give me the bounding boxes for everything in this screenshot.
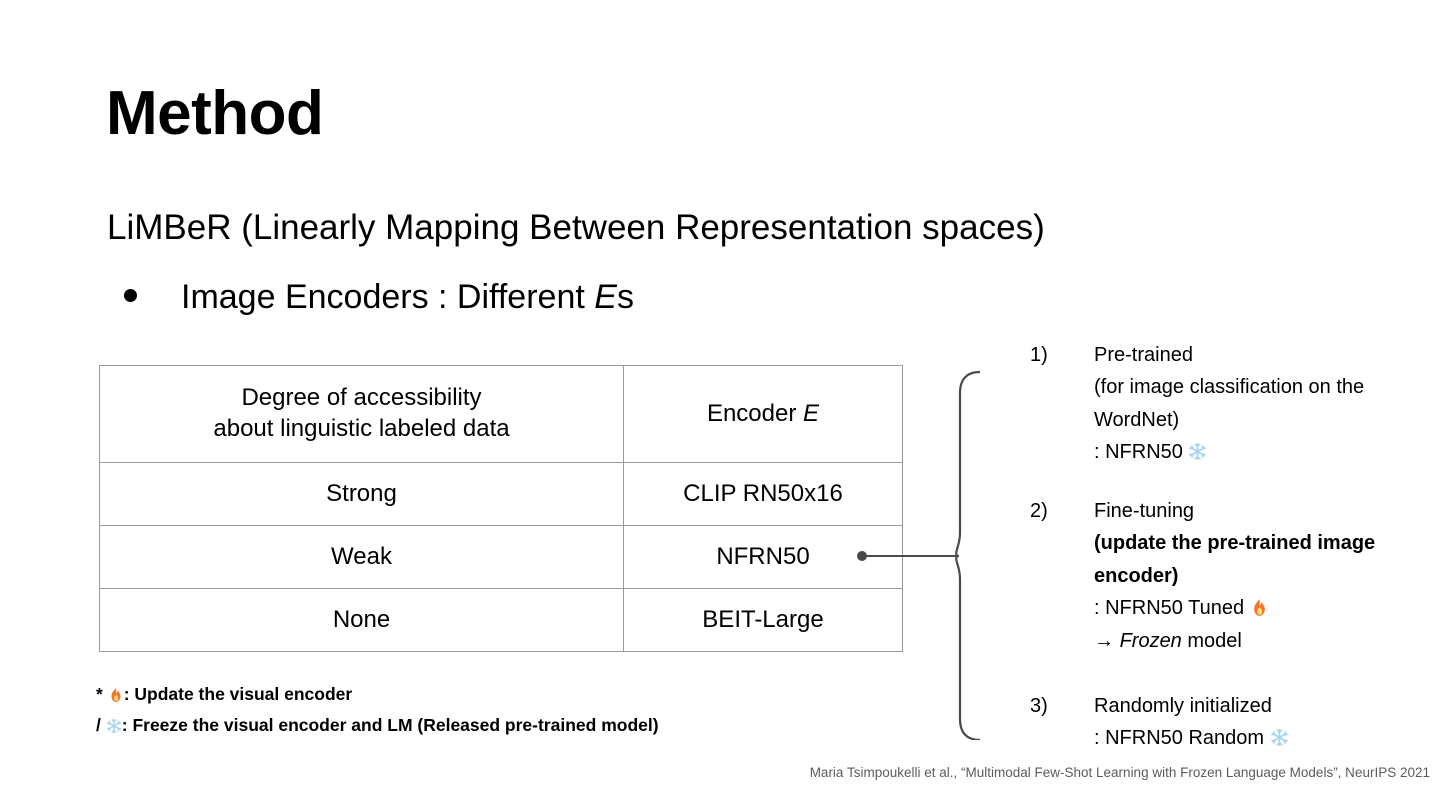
header-line-2: about linguistic labeled data [213,415,510,442]
header-encoder-italic: E [803,399,820,427]
snowflake-icon [106,718,122,738]
cell-accessibility: None [99,588,624,652]
legend-line-snow: / : Freeze the visual [96,710,659,741]
table-row: Strong CLIP RN50x16 [99,462,903,526]
legend-marker-asterisk: * [96,684,103,704]
encoder-table: Degree of accessibility about linguistic… [99,365,903,652]
step-line: : NFRN50 Tuned [1094,592,1375,624]
legend-text-snow: : Freeze the visual encoder and LM (Rele… [121,715,659,736]
step-line: (for image classification on the [1094,376,1365,399]
bullet-text-after: s [616,278,634,316]
step-number: 1) [1030,344,1048,366]
bullet-item: Image Encoders : Different Es [124,278,634,317]
step-line: → Frozen model [1094,625,1375,657]
step-line: encoder) [1094,564,1179,587]
table-header-encoder: Encoder E [623,365,903,463]
step-item-2: 2) Fine-tuning (update the pre-trained i… [1030,495,1375,657]
step-line: Fine-tuning [1094,500,1195,522]
step-line: : NFRN50 Random [1094,722,1289,754]
table-row: Weak NFRN50 [99,525,903,589]
step-number: 3) [1030,695,1048,717]
step-line-text: : NFRN50 Tuned [1094,597,1250,620]
step-line: (update the pre-trained image [1094,532,1376,555]
step-item-1: 1) Pre-trained (for image classification… [1030,339,1364,469]
page-title: Method [106,79,324,148]
bullet-dot-icon [124,289,137,302]
bullet-text-before: Image Encoders : Different [181,278,595,316]
header-line-1: Degree of accessibility [241,384,482,412]
slide-subtitle: LiMBeR (Linearly Mapping Between Represe… [107,208,1045,247]
legend-block: * : Update the visual encoder / [96,679,659,741]
step-body: Randomly initialized : NFRN50 Random [1094,690,1289,755]
cell-encoder: CLIP RN50x16 [623,462,903,526]
step-line-tail: model [1181,629,1242,652]
step-line: Randomly initialized [1094,695,1272,717]
step-arrow: → [1094,629,1120,652]
snowflake-icon [1270,728,1289,751]
step-body: Fine-tuning (update the pre-trained imag… [1094,495,1375,657]
step-line: : NFRN50 [1094,436,1364,468]
step-body: Pre-trained (for image classification on… [1094,339,1364,469]
cell-encoder: NFRN50 [623,525,903,589]
citation-text: Maria Tsimpoukelli et al., “Multimodal F… [809,765,1430,780]
bullet-item-label: Image Encoders : Different Es [181,278,634,317]
header-encoder-text: Encoder [706,399,804,427]
table-header-row: Degree of accessibility about linguistic… [99,365,903,463]
step-number: 2) [1030,500,1048,522]
step-line: WordNet) [1094,408,1180,431]
legend-text-fire: : Update the visual encoder [123,684,353,704]
legend-line-fire: * : Update the visual encoder [96,679,659,710]
fire-icon [1250,598,1269,621]
step-line-text: : NFRN50 [1094,441,1189,464]
fire-icon [108,687,124,707]
cell-accessibility: Weak [99,525,624,589]
table-header-accessibility: Degree of accessibility about linguistic… [99,365,624,463]
step-item-3: 3) Randomly initialized : NFRN50 Random [1030,690,1289,755]
legend-marker-slash: / [96,715,101,736]
cell-accessibility: Strong [99,462,624,526]
step-line: Pre-trained [1094,344,1193,366]
table-row: None BEIT-Large [99,588,903,652]
curly-brace-icon [955,370,980,740]
cell-encoder: BEIT-Large [623,588,903,652]
step-italic-word: Frozen [1119,629,1182,652]
step-line-text: : NFRN50 Random [1094,727,1270,750]
bullet-text-italic: E [594,278,617,316]
snowflake-icon [1188,442,1207,465]
